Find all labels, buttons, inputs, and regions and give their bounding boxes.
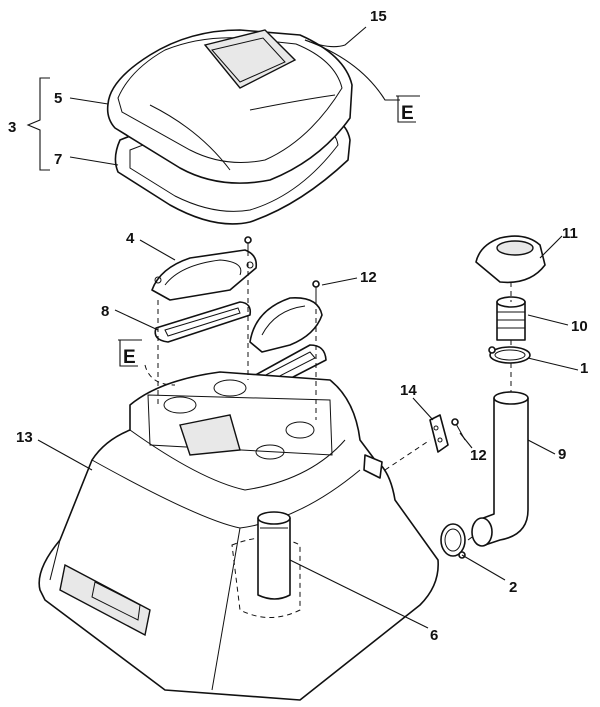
screw-12-top (244, 236, 252, 256)
reference-box-top (396, 95, 420, 123)
leader-lines (37, 26, 579, 629)
adapter-10 (496, 296, 526, 341)
hatch-gasket-8-left (154, 301, 252, 343)
bracket-3 (26, 77, 50, 171)
reference-label-top: E (401, 103, 414, 124)
callout-12-top: 12 (360, 269, 377, 286)
callout-14: 14 (400, 382, 417, 399)
hatch-cover-4-right (249, 297, 323, 353)
reference-box-mid (118, 339, 142, 367)
callout-4: 4 (126, 230, 135, 247)
bracket-14 (429, 414, 449, 453)
callout-11: 11 (562, 225, 578, 242)
clamp-1 (488, 346, 531, 364)
callout-10: 10 (571, 318, 588, 335)
callout-6: 6 (430, 627, 438, 644)
screw-12-mid (312, 280, 320, 300)
screw-12-bracket (451, 418, 466, 441)
fill-tube-6 (231, 511, 301, 618)
callout-1: 1 (580, 360, 588, 377)
tank-body-13 (38, 371, 439, 701)
assembly-lines (144, 262, 512, 541)
hatch-cover-4-left (151, 249, 258, 301)
callout-13: 13 (16, 429, 33, 446)
reference-label-mid: E (123, 347, 136, 368)
callout-15: 15 (370, 8, 387, 25)
callout-8: 8 (101, 303, 109, 320)
callout-3: 3 (8, 119, 16, 136)
callout-7: 7 (54, 151, 62, 168)
hose-9 (471, 391, 529, 547)
lid-cover-5 (106, 29, 353, 184)
cap-11 (475, 235, 546, 284)
callout-5: 5 (54, 90, 62, 107)
callout-2: 2 (509, 579, 517, 596)
callout-9: 9 (558, 446, 566, 463)
clamp-2 (440, 523, 466, 559)
callout-12-bracket: 12 (470, 447, 487, 464)
